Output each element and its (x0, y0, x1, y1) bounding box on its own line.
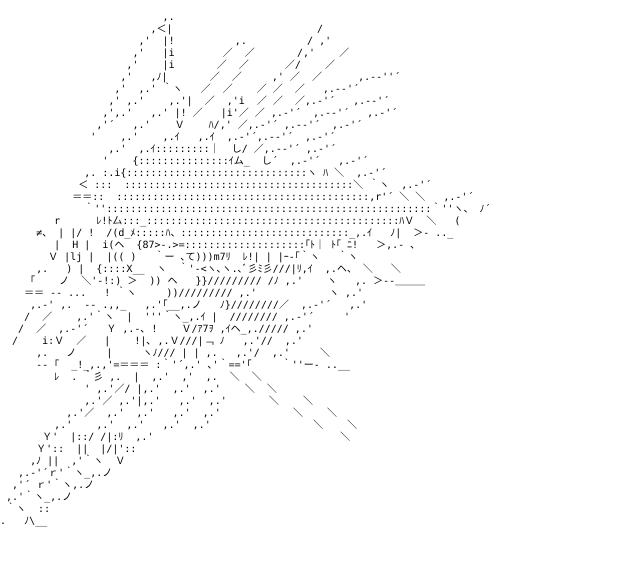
ascii-art-body: ,. ,＜| / (0, 12, 491, 527)
ascii-art-canvas: ,. ,＜| / (0, 12, 491, 527)
